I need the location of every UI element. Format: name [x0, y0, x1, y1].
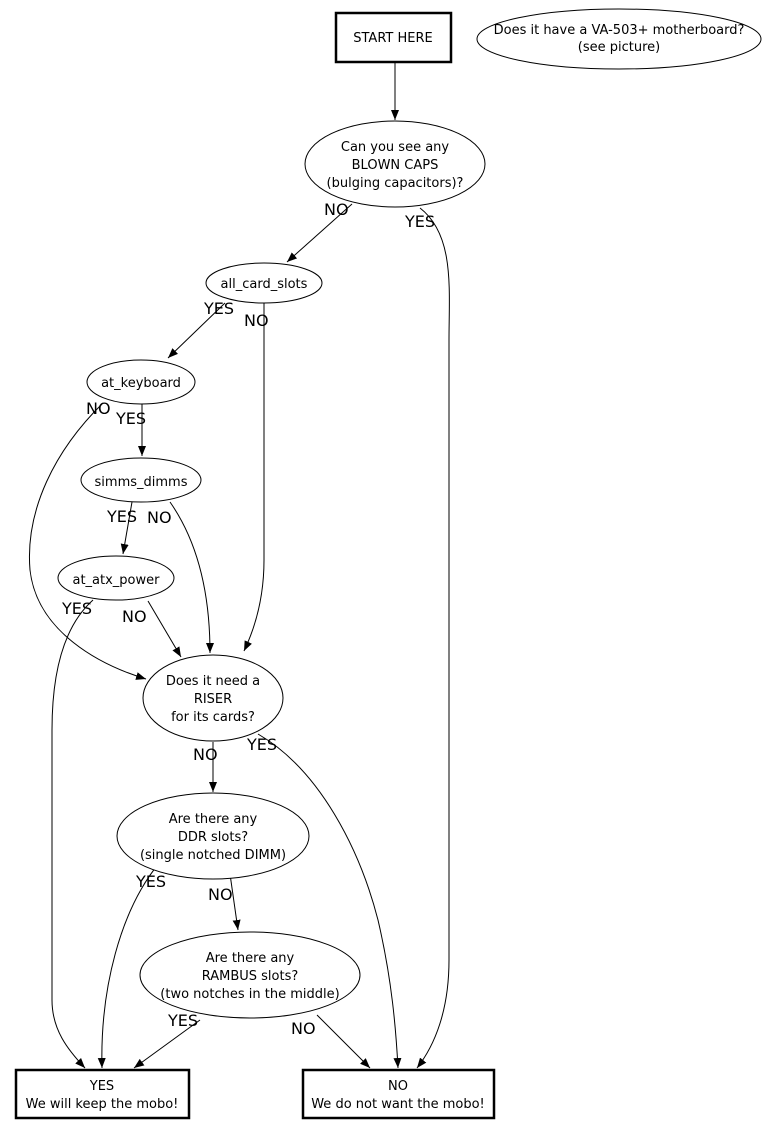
edge-labels: NO YES YES NO NO YES YES NO YES NO NO YE… — [61, 200, 435, 1038]
edge-rambus-no-to-reject — [316, 1014, 371, 1069]
edge-ddr-no-to-rambus — [229, 873, 241, 931]
node-all-card-slots-label: all_card_slots — [221, 277, 308, 292]
edge-caps-no-to-slots — [286, 203, 353, 263]
edges — [28, 63, 450, 1069]
label-power-no: NO — [122, 607, 147, 626]
node-blown-caps-line-1: Can you see any — [341, 140, 450, 155]
edge-caps-yes-to-reject — [416, 207, 450, 1069]
node-all-card-slots: all_card_slots — [205, 262, 323, 304]
label-simms-yes: YES — [106, 507, 137, 526]
node-simms-dimms: simms_dimms — [80, 457, 202, 503]
label-riser-yes: YES — [246, 735, 277, 754]
label-ddr-no: NO — [208, 885, 233, 904]
node-ddr-line-2: DDR slots? — [178, 830, 248, 845]
node-riser-line-2: RISER — [194, 692, 232, 707]
edge-simms-no-to-riser — [169, 501, 214, 654]
node-keep: YES We will keep the mobo! — [14, 1068, 191, 1120]
edge-power-yes-to-keep — [51, 599, 94, 1069]
node-at-atx-power: at_atx_power — [57, 555, 175, 601]
label-caps-no: NO — [324, 200, 349, 219]
label-simms-no: NO — [147, 508, 172, 527]
node-va503-line-1: Does it have a VA-503+ motherboard? — [494, 23, 745, 38]
node-rambus-line-2: RAMBUS slots? — [202, 969, 299, 984]
node-riser: Does it need a RISER for its cards? — [142, 654, 284, 742]
node-reject: NO We do not want the mobo! — [301, 1068, 496, 1120]
edge-power-no-to-riser — [147, 600, 182, 658]
node-riser-line-3: for its cards? — [171, 710, 255, 725]
edge-slots-no-to-riser — [243, 303, 265, 652]
node-at-keyboard: at_keyboard — [86, 359, 196, 405]
label-rambus-yes: YES — [167, 1011, 198, 1030]
label-caps-yes: YES — [404, 212, 435, 231]
node-blown-caps-line-3: (bulging capacitors)? — [327, 176, 464, 191]
edge-ddr-yes-to-keep — [97, 861, 161, 1069]
node-reject-line-2: We do not want the mobo! — [311, 1097, 485, 1112]
node-start: START HERE — [334, 11, 453, 64]
edge-riser-yes-to-reject — [257, 733, 402, 1069]
node-at-atx-power-label: at_atx_power — [72, 573, 160, 588]
label-slots-no: NO — [244, 311, 269, 330]
node-rambus-line-1: Are there any — [206, 951, 295, 966]
edge-rambus-yes-to-keep — [133, 1019, 201, 1069]
node-keep-line-2: We will keep the mobo! — [26, 1097, 179, 1112]
node-start-label: START HERE — [353, 31, 432, 46]
label-riser-no: NO — [193, 745, 218, 764]
label-keyboard-no: NO — [86, 399, 111, 418]
node-va503: Does it have a VA-503+ motherboard? (see… — [476, 8, 762, 70]
label-power-yes: YES — [61, 599, 92, 618]
node-va503-line-2: (see picture) — [578, 40, 660, 55]
node-ddr-line-1: Are there any — [169, 812, 258, 827]
node-at-keyboard-label: at_keyboard — [101, 376, 181, 391]
node-blown-caps-line-2: BLOWN CAPS — [352, 158, 439, 173]
label-rambus-no: NO — [291, 1019, 316, 1038]
node-blown-caps: Can you see any BLOWN CAPS (bulging capa… — [304, 120, 486, 208]
node-ddr-line-3: (single notched DIMM) — [140, 848, 286, 863]
label-keyboard-yes: YES — [115, 409, 146, 428]
node-reject-line-1: NO — [388, 1079, 408, 1094]
edge-slots-yes-to-keyboard — [167, 302, 226, 359]
node-ddr: Are there any DDR slots? (single notched… — [116, 792, 310, 880]
node-rambus-line-3: (two notches in the middle) — [160, 987, 339, 1002]
node-keep-line-1: YES — [89, 1079, 114, 1094]
node-riser-line-1: Does it need a — [166, 674, 260, 689]
node-rambus: Are there any RAMBUS slots? (two notches… — [139, 931, 361, 1019]
label-slots-yes: YES — [203, 299, 234, 318]
node-simms-dimms-label: simms_dimms — [95, 475, 188, 490]
edge-keyboard-no-to-riser — [28, 402, 147, 680]
edge-simms-yes-to-power — [120, 501, 133, 555]
label-ddr-yes: YES — [135, 872, 166, 891]
